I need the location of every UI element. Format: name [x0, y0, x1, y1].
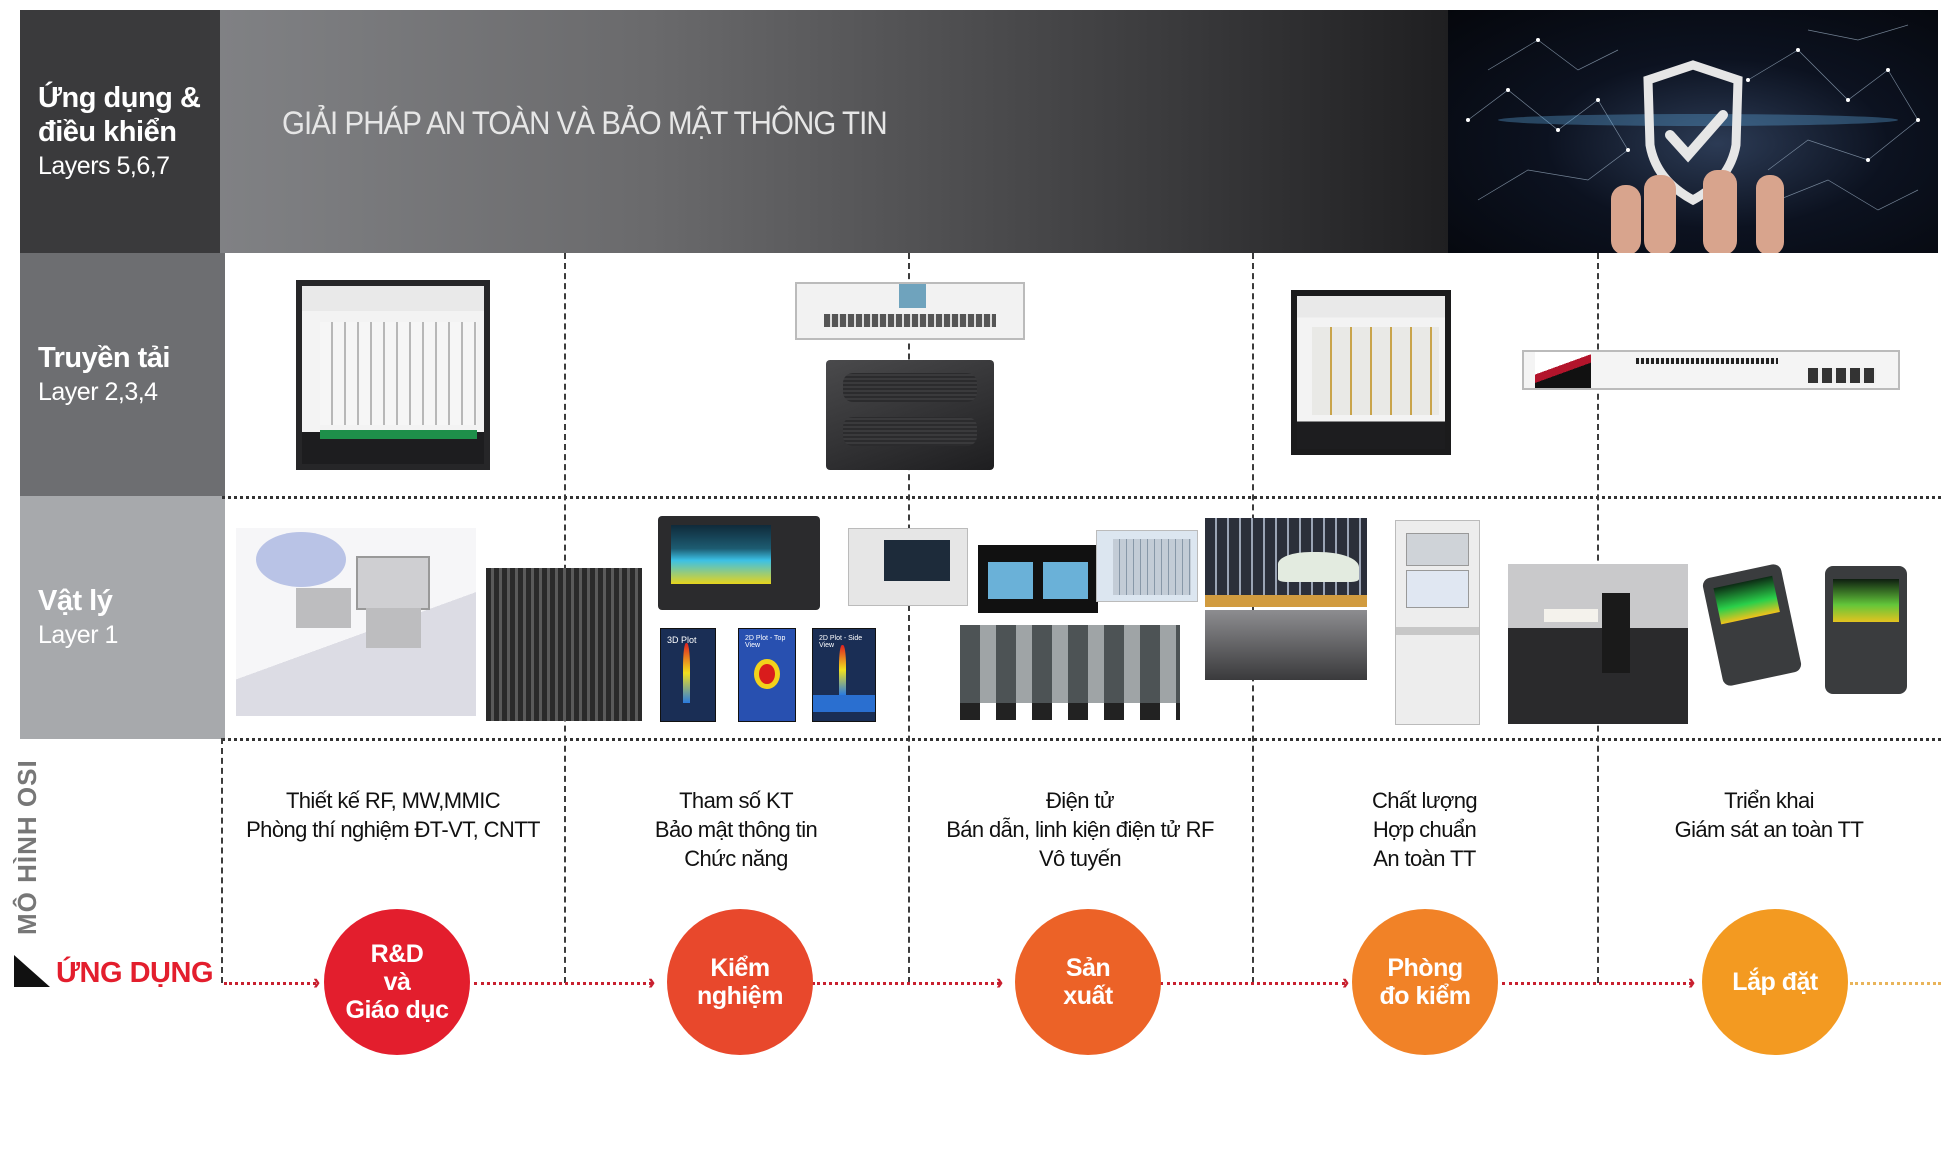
network-analyzer-image — [848, 528, 968, 606]
stage-production: Sản xuất — [1015, 909, 1161, 1055]
plot-3d-label: 3D Plot — [667, 635, 697, 645]
flow-arrow-line-4 — [1502, 982, 1692, 985]
plot-2d-top-label: 2D Plot - Top View — [745, 635, 786, 649]
description-line: Phòng thí nghiệm ĐT-VT, CNTT — [246, 817, 540, 842]
plot-2d-side-view: 2D Plot - Side View — [812, 628, 876, 722]
description-line: An toàn TT — [1373, 846, 1476, 871]
plot-2d-side-label: 2D Plot - Side View — [819, 635, 863, 649]
column-description-install: Triển khai Giám sát an toàn TT — [1597, 786, 1941, 844]
osi-model-axis-label: MÔ HÌNH OSI — [12, 759, 42, 935]
layer-app-control: Ứng dụng & điều khiển Layers 5,6,7 — [20, 10, 225, 253]
description-line: Hợp chuẩn — [1372, 817, 1477, 842]
plot-2d-top-view: 2D Plot - Top View — [738, 628, 796, 722]
application-axis-label: ỨNG DỤNG — [56, 957, 214, 989]
column-divider-0 — [221, 738, 223, 983]
handheld-analyzer-image-1 — [1701, 562, 1803, 688]
description-line: Tham số KT — [679, 788, 793, 813]
stage-measurement-lab: Phòng đo kiểm — [1352, 909, 1498, 1055]
flow-arrow-tail — [1850, 982, 1941, 985]
security-solution-banner: GIẢI PHÁP AN TOÀN VÀ BẢO MẬT THÔNG TIN — [220, 10, 1938, 253]
column-description-testing: Tham số KT Bảo mật thông tin Chức năng — [564, 786, 908, 873]
layer-transport: Truyền tải Layer 2,3,4 — [20, 253, 225, 496]
column-description-rd: Thiết kế RF, MW,MMIC Phòng thí nghiệm ĐT… — [222, 786, 564, 844]
column-divider-2 — [908, 253, 910, 983]
rf-design-setup-image — [236, 528, 476, 716]
description-line: Vô tuyến — [1038, 846, 1122, 871]
flow-arrow-line-1 — [474, 982, 652, 985]
shield-checkmark-photo — [1448, 10, 1938, 253]
layer-physical-subtitle: Layer 1 — [38, 620, 118, 649]
ixia-chassis-image — [296, 280, 490, 470]
rf-chassis-image — [1291, 290, 1451, 455]
row-divider-physical — [222, 738, 1941, 741]
flow-arrowhead-icon: › — [313, 969, 321, 994]
flow-arrowhead-icon: › — [1342, 969, 1350, 994]
flow-arrowhead-icon: › — [996, 969, 1004, 994]
emc-chamber-turntable-image — [1205, 610, 1367, 680]
stage-label-line: Giáo dục — [345, 996, 449, 1024]
flow-arrow-line-3 — [1160, 982, 1345, 985]
pxi-chassis-image — [1096, 530, 1198, 602]
network-load-module-image — [795, 282, 1025, 340]
description-line: Triển khai — [1724, 788, 1814, 813]
description-line: Chức năng — [684, 846, 788, 871]
plot-3d: 3D Plot — [660, 628, 716, 722]
network-shield-icon — [1466, 24, 1920, 253]
column-description-lab: Chất lượng Hợp chuẩn An toàn TT — [1252, 786, 1597, 873]
description-line: Bảo mật thông tin — [654, 817, 818, 842]
flow-arrowhead-icon: › — [1688, 969, 1696, 994]
flow-arrowhead-icon: › — [648, 969, 656, 994]
description-line: Giám sát an toàn TT — [1674, 817, 1864, 842]
layer-physical: Vật lý Layer 1 — [20, 496, 225, 739]
probe-station-image — [1508, 564, 1688, 724]
description-line: Điện tử — [1046, 788, 1115, 813]
layer-transport-subtitle: Layer 2,3,4 — [38, 377, 158, 406]
layer-transport-title: Truyền tải — [38, 341, 171, 374]
anechoic-chamber-image — [486, 568, 642, 721]
description-line: Thiết kế RF, MW,MMIC — [285, 788, 501, 813]
pxi-modules-image — [960, 625, 1180, 720]
test-rack-image — [1395, 520, 1480, 725]
layer-app-subtitle: Layers 5,6,7 — [38, 151, 170, 180]
layer-app-title-line2: điều khiển — [38, 115, 177, 148]
stage-testing: Kiểm nghiệm — [667, 909, 813, 1055]
layer-app-title-line1: Ứng dụng & — [38, 81, 201, 114]
flow-arrow-line-0 — [224, 982, 316, 985]
appliance-box-image — [826, 360, 994, 470]
description-line: Bán dẫn, linh kiện điện tử RF — [946, 817, 1214, 842]
signal-analyzer-image — [658, 516, 820, 610]
stage-label-line: xuất — [1063, 982, 1113, 1010]
ixia-1u-appliance-image — [1522, 350, 1900, 390]
stage-label-line: nghiệm — [697, 982, 783, 1010]
stage-label-line: Sản — [1065, 954, 1111, 982]
stage-installation: Lắp đặt — [1702, 909, 1848, 1055]
emc-chamber-car-image — [1205, 518, 1367, 607]
stage-label-line: Phòng — [1387, 954, 1463, 982]
stage-label-line: Kiểm — [710, 954, 770, 982]
corner-triangle-icon — [14, 955, 50, 987]
column-description-production: Điện tử Bán dẫn, linh kiện điện tử RF Vô… — [908, 786, 1252, 873]
flow-arrow-line-2 — [812, 982, 1000, 985]
test-system-image — [978, 545, 1098, 613]
layer-physical-title: Vật lý — [38, 584, 113, 617]
stage-label-line: R&D — [370, 940, 424, 968]
description-line: Chất lượng — [1371, 788, 1478, 813]
row-divider-transport — [222, 496, 1941, 499]
stage-rd-education: R&D và Giáo dục — [324, 909, 470, 1055]
handheld-analyzer-image-2 — [1825, 566, 1907, 694]
stage-label-line: đo kiểm — [1379, 982, 1471, 1010]
stage-label-line: và — [383, 968, 411, 996]
stage-label-line: Lắp đặt — [1732, 968, 1818, 996]
banner-title: GIẢI PHÁP AN TOÀN VÀ BẢO MẬT THÔNG TIN — [282, 105, 888, 141]
